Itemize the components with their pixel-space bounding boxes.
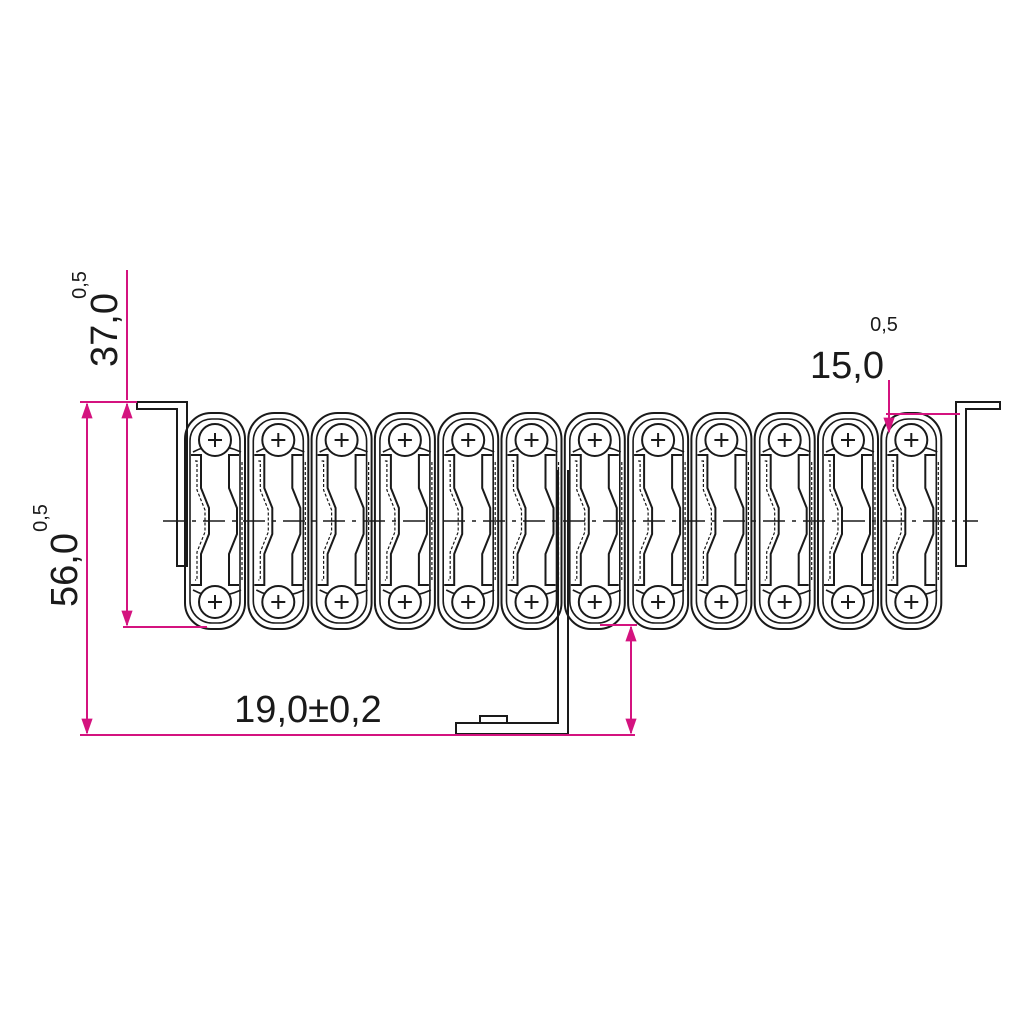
pin-bottom-1 bbox=[198, 585, 232, 619]
pin-bottom-10 bbox=[767, 585, 802, 619]
pin-bottom-2 bbox=[261, 585, 296, 619]
dim-total-height: 56,0 0,5 bbox=[30, 504, 86, 607]
center-stand-bracket bbox=[455, 470, 569, 735]
dimension-lines bbox=[80, 270, 960, 736]
pin-top-12 bbox=[894, 423, 929, 457]
pin-bottom-7 bbox=[577, 585, 612, 619]
pin-top-9 bbox=[704, 423, 739, 457]
svg-text:37,0: 37,0 bbox=[84, 293, 126, 367]
svg-text:56,0: 56,0 bbox=[44, 533, 86, 607]
pin-top-6 bbox=[514, 423, 549, 457]
svg-text:15,0: 15,0 bbox=[810, 345, 884, 387]
dim-segment-pitch: 15,0 0,5 bbox=[810, 314, 898, 387]
pin-bottom-11 bbox=[831, 585, 865, 619]
pin-top-10 bbox=[767, 423, 802, 457]
pin-bottom-12 bbox=[894, 585, 929, 619]
pin-bottom-3 bbox=[324, 585, 359, 619]
pin-top-5 bbox=[451, 423, 486, 457]
pin-bottom-5 bbox=[451, 585, 486, 619]
pin-top-7 bbox=[577, 423, 612, 457]
pin-bottom-6 bbox=[514, 585, 549, 619]
pin-bottom-4 bbox=[387, 585, 422, 619]
pin-top-4 bbox=[387, 423, 422, 457]
pin-top-11 bbox=[831, 423, 865, 457]
pin-top-2 bbox=[261, 423, 296, 457]
svg-text:19,0±0,2: 19,0±0,2 bbox=[234, 689, 382, 731]
svg-text:0,5: 0,5 bbox=[69, 271, 91, 299]
pin-top-8 bbox=[641, 423, 676, 457]
svg-text:0,5: 0,5 bbox=[870, 314, 898, 336]
dim-bracket-height: 19,0±0,2 bbox=[234, 689, 382, 731]
pin-top-3 bbox=[324, 423, 359, 457]
right-end-bracket bbox=[955, 401, 1001, 567]
svg-text:0,5: 0,5 bbox=[30, 504, 52, 532]
pin-bottom-8 bbox=[641, 585, 676, 619]
pin-top-1 bbox=[198, 423, 232, 457]
dim-inner-height: 37,0 0,5 bbox=[69, 271, 126, 367]
pin-bottom-9 bbox=[704, 585, 739, 619]
left-end-bracket bbox=[136, 401, 188, 567]
